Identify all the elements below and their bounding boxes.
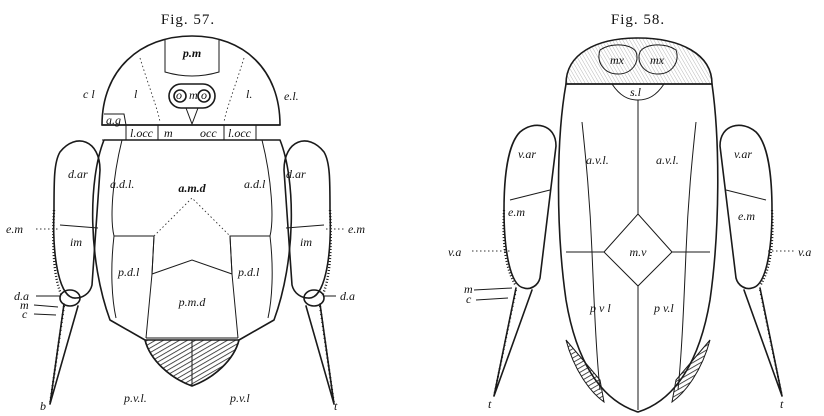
right-appendage-distal [306, 304, 334, 404]
ventral-right-distal [744, 288, 782, 396]
label-pvl-left: p.v.l. [123, 391, 147, 405]
label-t-left: t [488, 397, 492, 411]
label-t-right: t [780, 397, 784, 411]
label-em-right: e.m [738, 209, 755, 223]
label-avl-right: a.v.l. [656, 153, 679, 167]
lateral-suture-right [224, 58, 244, 122]
label-amd: a.m.d [178, 181, 206, 195]
label-occ: occ [200, 126, 217, 140]
figure-57-title: Fig. 57. [161, 12, 215, 28]
median-occipital-notch [186, 108, 198, 124]
label-pm: p.m [182, 46, 201, 60]
leader-lines-left [34, 296, 60, 315]
label-dar-right: d.ar [286, 167, 306, 181]
label-c: c [466, 292, 472, 306]
label-ag: a.g [106, 113, 121, 127]
label-el: e.l. [284, 89, 299, 103]
lateral-suture-left [140, 58, 160, 122]
median-ridge [154, 198, 230, 236]
label-va-left: v.a [448, 245, 461, 259]
label-c-left: c [22, 307, 28, 321]
label-dar-left: d.ar [68, 167, 88, 181]
label-pvl-right: p.v.l [229, 391, 250, 405]
label-eye-o2: o [201, 88, 207, 102]
label-l-right: l. [246, 87, 252, 101]
label-im-left: im [70, 235, 82, 249]
label-sl: s.l [630, 85, 642, 99]
label-pmd: p.m.d [178, 295, 207, 309]
label-locc-left: l.occ [130, 126, 154, 140]
label-var-left: v.ar [518, 147, 536, 161]
label-mv: m.v [630, 245, 648, 259]
label-avl-left: a.v.l. [586, 153, 609, 167]
anterior-plates [112, 140, 272, 274]
label-pvl-right: p v.l [653, 301, 674, 315]
label-pdl-right: p.d.l [237, 265, 260, 279]
label-em-left: e.m [508, 205, 525, 219]
label-eye-o1: o [176, 88, 182, 102]
ventral-hatch-right [672, 340, 710, 402]
label-m: m [164, 126, 173, 140]
ventral-left-distal [494, 288, 532, 396]
label-mx-left: mx [610, 53, 625, 67]
label-b: b [40, 399, 46, 413]
label-pdl-left: p.d.l [117, 265, 140, 279]
figure-58-title: Fig. 58. [611, 12, 665, 28]
ventral-right-joint [726, 190, 766, 200]
figure-58: Fig. 58. [448, 12, 811, 412]
figure-57: Fig. 57. [6, 12, 365, 413]
label-l-left: l [134, 87, 138, 101]
label-em-left: e.m [6, 222, 23, 236]
label-mx-right: mx [650, 53, 665, 67]
label-locc-right: l.occ [228, 126, 252, 140]
label-pvl-left: p v l [589, 301, 611, 315]
label-va-right: v.a [798, 245, 811, 259]
ventral-lateral-sutures-upper [582, 122, 696, 252]
label-eye-m: m [189, 88, 198, 102]
label-em-right: e.m [348, 222, 365, 236]
ventral-lateral-sutures-lower [592, 252, 686, 390]
label-da-right: d.a [340, 289, 355, 303]
label-t: t [334, 399, 338, 413]
leader-mc-left [474, 288, 512, 300]
left-appendage-distal [50, 304, 78, 404]
posterior-dividers [146, 236, 238, 338]
label-adl-left: a.d.l. [110, 177, 134, 191]
label-im-right: im [300, 235, 312, 249]
label-var-right: v.ar [734, 147, 752, 161]
label-adl-right: a.d.l [244, 177, 266, 191]
label-cl: c l [83, 87, 95, 101]
ventral-left-joint [510, 190, 550, 200]
